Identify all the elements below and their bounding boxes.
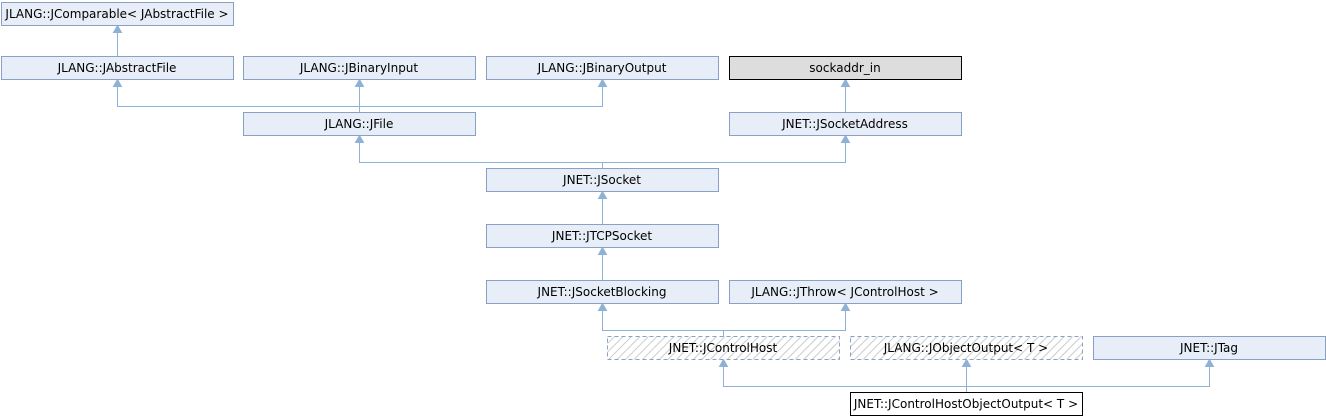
class-box — [729, 280, 962, 304]
class-box — [850, 336, 1083, 360]
class-label: JLANG::JObjectOutput< T > — [883, 341, 1048, 355]
class-node-sockaddr_in[interactable]: sockaddr_in — [729, 56, 962, 80]
arrow-head-jfile — [354, 134, 365, 143]
class-box — [486, 168, 719, 192]
arrow-head-jbinaryoutput — [597, 78, 608, 87]
class-label: JNET::JTCPSocket — [551, 229, 652, 243]
class-box — [1, 2, 234, 26]
class-label: JLANG::JAbstractFile — [57, 61, 177, 75]
class-node-jsocketblocking[interactable]: JNET::JSocketBlocking — [486, 280, 719, 304]
arrow-head-jabstractfile — [112, 78, 123, 87]
edge-jcontrolhostobjectoutput-to-jtag — [966, 365, 1210, 393]
arrow-head-jsocketaddress — [840, 134, 851, 143]
class-box — [486, 280, 719, 304]
arrow-head-jtag — [1204, 358, 1215, 367]
arrow-head-jthrow — [840, 302, 851, 311]
class-label: JNET::JSocket — [562, 173, 641, 187]
arrow-head-jbinaryinput — [354, 78, 365, 87]
edges-layer — [112, 24, 1215, 393]
arrow-head-jobjectoutput — [961, 358, 972, 367]
class-label: sockaddr_in — [809, 61, 880, 75]
class-label: JLANG::JBinaryOutput — [537, 61, 667, 75]
class-box — [486, 224, 719, 248]
edge-jcontrolhost-to-jsocketblocking — [602, 309, 724, 337]
edge-jcontrolhostobjectoutput-to-jcontrolhost — [723, 365, 967, 393]
class-node-jbinaryoutput[interactable]: JLANG::JBinaryOutput — [486, 56, 719, 80]
class-node-jtag[interactable]: JNET::JTag — [1093, 336, 1326, 360]
class-label: JLANG::JThrow< JControlHost > — [750, 285, 938, 299]
arrow-head-sockaddr_in — [840, 78, 851, 87]
class-label: JLANG::JComparable< JAbstractFile > — [4, 7, 228, 21]
class-label: JNET::JControlHostObjectOutput< T > — [853, 397, 1078, 411]
class-box — [486, 56, 719, 80]
class-node-jabstractfile[interactable]: JLANG::JAbstractFile — [1, 56, 234, 80]
class-node-jcontrolhost[interactable]: JNET::JControlHost — [607, 336, 840, 360]
class-label: JLANG::JBinaryInput — [299, 61, 419, 75]
class-label: JNET::JSocketBlocking — [537, 285, 667, 299]
class-node-jthrow[interactable]: JLANG::JThrow< JControlHost > — [729, 280, 962, 304]
class-node-jbinaryinput[interactable]: JLANG::JBinaryInput — [243, 56, 476, 80]
arrow-head-jcomparable — [112, 24, 123, 33]
class-node-jcomparable[interactable]: JLANG::JComparable< JAbstractFile > — [1, 2, 234, 26]
class-node-jobjectoutput[interactable]: JLANG::JObjectOutput< T > — [850, 336, 1083, 360]
class-label: JNET::JSocketAddress — [781, 117, 908, 131]
edge-jcontrolhost-to-jthrow — [723, 309, 846, 337]
class-box — [243, 56, 476, 80]
class-node-jsocketaddress[interactable]: JNET::JSocketAddress — [729, 112, 962, 136]
class-box — [1, 56, 234, 80]
arrow-head-jtcpsocket — [597, 246, 608, 255]
class-label: JNET::JTag — [1179, 341, 1238, 355]
edge-jsocket-to-jsocketaddress — [602, 141, 846, 169]
class-box — [243, 112, 476, 136]
class-label: JLANG::JFile — [324, 117, 394, 131]
arrow-head-jsocketblocking — [597, 302, 608, 311]
class-box — [729, 112, 962, 136]
edge-jfile-to-jbinaryoutput — [359, 85, 603, 113]
class-node-jtcpsocket[interactable]: JNET::JTCPSocket — [486, 224, 719, 248]
class-node-jfile[interactable]: JLANG::JFile — [243, 112, 476, 136]
class-node-jcontrolhostobjectoutput[interactable]: JNET::JControlHostObjectOutput< T > — [850, 392, 1083, 416]
class-label: JNET::JControlHost — [668, 341, 778, 355]
class-node-jsocket[interactable]: JNET::JSocket — [486, 168, 719, 192]
arrow-head-jsocket — [597, 190, 608, 199]
edge-jfile-to-jabstractfile — [117, 85, 360, 113]
class-box — [729, 56, 962, 80]
edge-jsocket-to-jfile — [359, 141, 603, 169]
class-box — [607, 336, 840, 360]
arrow-head-jcontrolhost — [718, 358, 729, 367]
